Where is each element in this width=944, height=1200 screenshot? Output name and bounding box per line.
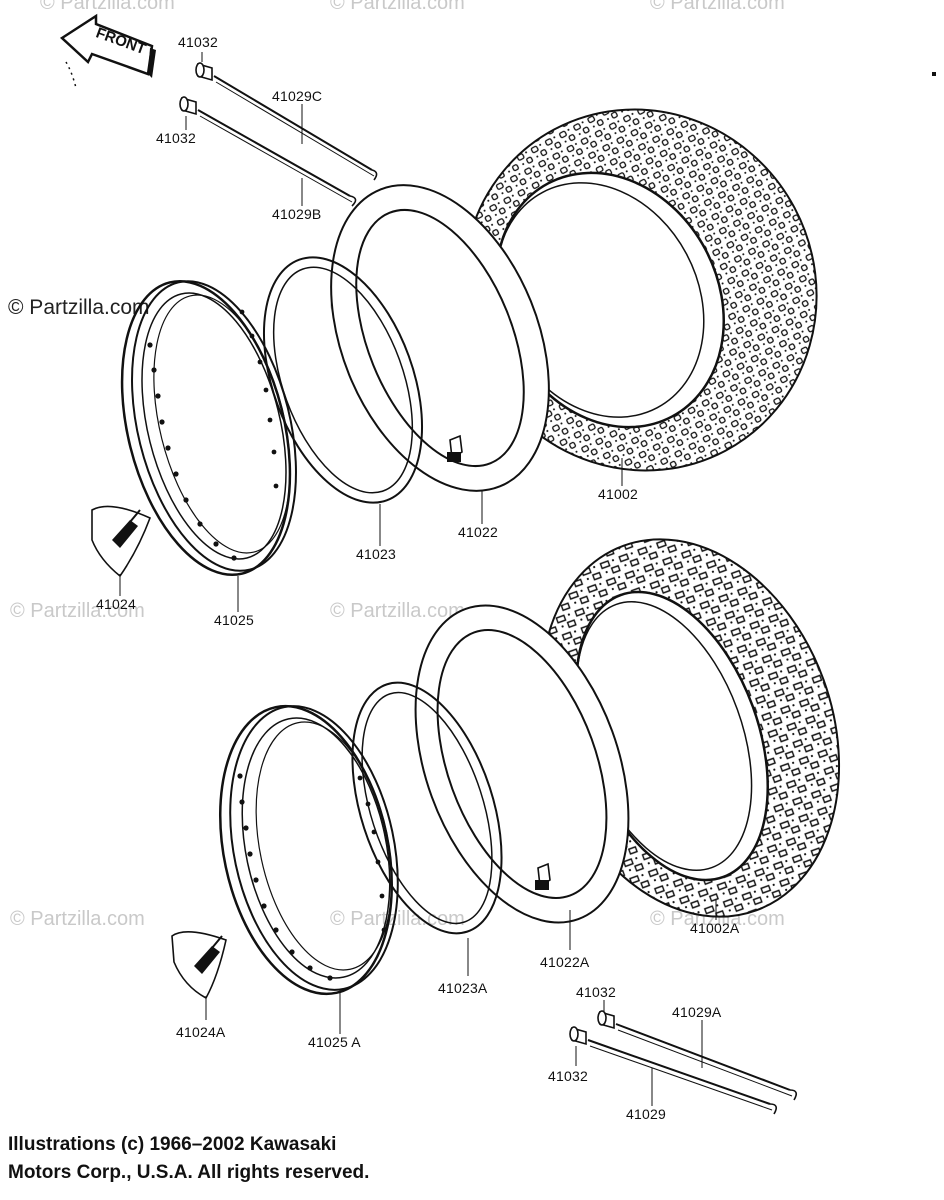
watermark-strong: © Partzilla.com	[8, 296, 150, 319]
tube-top	[330, 184, 550, 492]
watermark: © Partzilla.com	[650, 0, 785, 14]
part-label: 41024	[96, 596, 136, 612]
part-label: 41025 A	[308, 1034, 361, 1050]
part-label: 41029	[626, 1106, 666, 1122]
part-label: 41022	[458, 524, 498, 540]
part-label: 41032	[178, 34, 218, 50]
copyright-line-2: Motors Corp., U.S.A. All rights reserved…	[8, 1162, 370, 1183]
part-label: 41029A	[672, 1004, 722, 1020]
watermark: © Partzilla.com	[330, 0, 465, 14]
watermark: © Partzilla.com	[650, 908, 785, 930]
watermark: © Partzilla.com	[330, 908, 465, 930]
rim-band-bottom	[351, 681, 503, 935]
part-label: 41002	[598, 486, 638, 502]
part-label: 41025	[214, 612, 254, 628]
part-label: 41032	[548, 1068, 588, 1084]
copyright-line-1: Illustrations (c) 1966–2002 Kawasaki	[8, 1134, 337, 1155]
tube-bottom	[414, 604, 630, 924]
part-label: 41032	[156, 130, 196, 146]
rim-bottom	[218, 704, 399, 996]
part-label: 41029C	[272, 88, 323, 104]
rim-lock-top	[91, 505, 152, 578]
watermark: © Partzilla.com	[330, 600, 465, 622]
part-label: 41029B	[272, 206, 322, 222]
part-label: 41023	[356, 546, 396, 562]
rim-top	[120, 279, 297, 577]
part-label: 41032	[576, 984, 616, 1000]
watermark: © Partzilla.com	[40, 0, 175, 14]
part-label: 41023A	[438, 980, 488, 996]
rim-lock-bottom	[171, 931, 227, 1000]
spoke-set-top	[179, 62, 378, 207]
front-arrow-icon: FRONT	[59, 13, 156, 89]
dot-mark	[932, 72, 936, 76]
spoke-set-bottom	[569, 1010, 798, 1115]
tire-top	[462, 108, 818, 472]
watermark: © Partzilla.com	[10, 600, 145, 622]
part-label: 41002A	[690, 920, 740, 936]
part-label: 41022A	[540, 954, 590, 970]
watermark: © Partzilla.com	[10, 908, 145, 930]
part-label: 41024A	[176, 1024, 226, 1040]
